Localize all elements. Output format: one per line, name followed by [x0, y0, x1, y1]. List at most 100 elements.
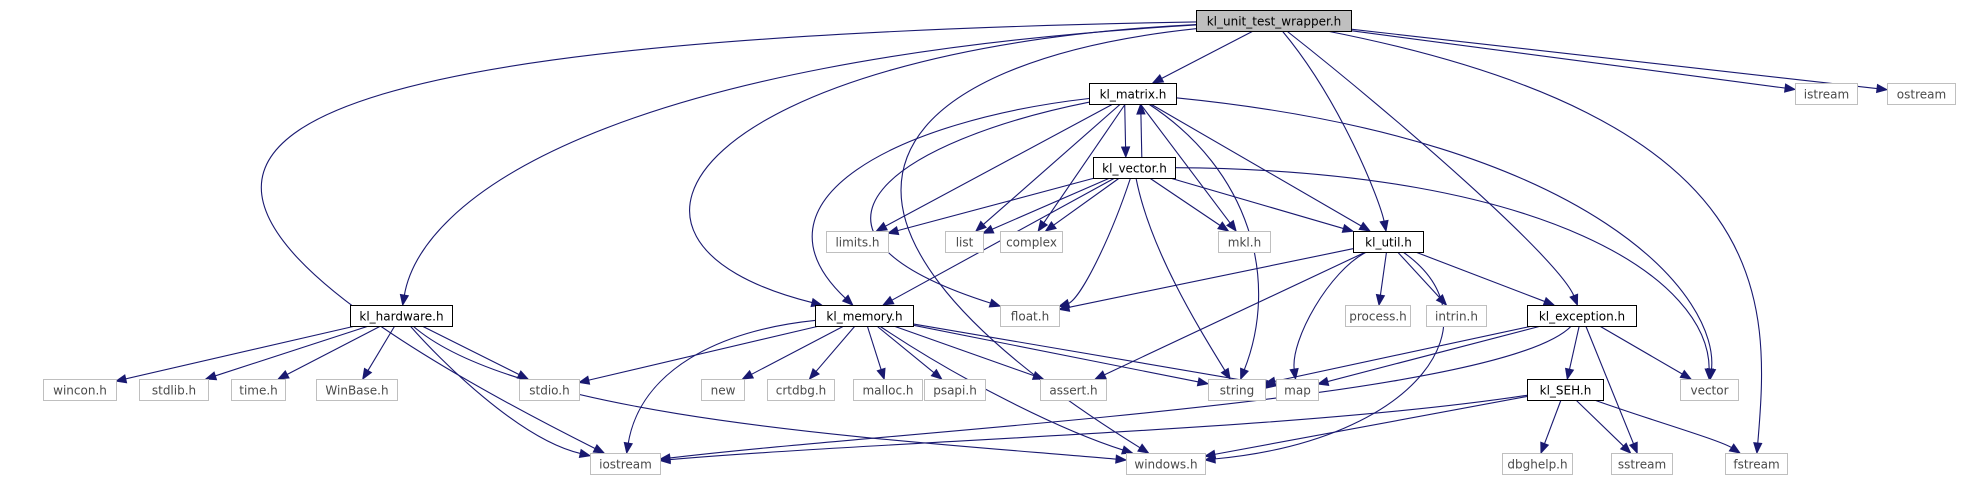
edge-kl_hardware-to-stdio — [421, 325, 530, 380]
node-label: stdio.h — [529, 384, 569, 398]
edge-kl_seh-to-windows — [1203, 395, 1528, 459]
edge-kl_hardware-to-stdlib — [204, 325, 369, 381]
node-label: process.h — [1349, 310, 1407, 324]
edge-kl_matrix-to-kl_vector — [1120, 103, 1131, 159]
node-intrin: intrin.h — [1426, 305, 1487, 327]
node-label: ostream — [1897, 88, 1946, 102]
edge-kl_matrix-to-string — [1148, 103, 1260, 381]
node-kl-hardware[interactable]: kl_hardware.h — [350, 305, 453, 327]
node-root[interactable]: kl_unit_test_wrapper.h — [1196, 10, 1352, 32]
arrowhead — [808, 367, 820, 381]
edge-kl_exception-to-sstream — [1585, 325, 1638, 455]
arrowhead — [114, 374, 128, 384]
arrowhead — [623, 441, 634, 455]
edge-line — [884, 103, 1114, 228]
node-float: float.h — [1000, 305, 1060, 327]
node-box — [1725, 453, 1788, 475]
node-vector: vector — [1680, 379, 1739, 401]
node-kl-memory[interactable]: kl_memory.h — [815, 305, 914, 327]
arrowhead — [1240, 367, 1249, 381]
edge-line — [1169, 177, 1345, 230]
edge-root-to-windows — [900, 28, 1197, 454]
edge-line — [412, 325, 1118, 460]
node-box — [815, 305, 914, 327]
edge-kl_seh-to-sstream — [1575, 399, 1632, 454]
node-label: WinBase.h — [325, 384, 388, 398]
node-box — [1611, 453, 1673, 475]
node-label: kl_hardware.h — [359, 310, 443, 324]
node-stdio: stdio.h — [519, 379, 580, 401]
edge-root-to-istream — [1350, 30, 1797, 93]
arrowhead — [1542, 296, 1556, 306]
edge-line — [1213, 395, 1528, 456]
arrowhead — [1220, 367, 1231, 381]
edge-root-to-fstream — [1326, 30, 1763, 455]
edge-line — [900, 28, 1197, 449]
node-complex: complex — [1000, 231, 1063, 253]
arrowhead — [1375, 293, 1386, 307]
node-label: istream — [1804, 88, 1849, 102]
edge-root-to-kl_matrix — [1151, 30, 1254, 84]
node-fstream: fstream — [1725, 453, 1788, 475]
edge-kl_matrix-to-kl_memory — [811, 97, 1090, 306]
arrowhead — [1137, 443, 1150, 454]
node-sstream: sstream — [1611, 453, 1673, 475]
node-psapi: psapi.h — [924, 379, 986, 401]
edge-line — [1135, 177, 1226, 372]
edge-line — [896, 177, 1095, 232]
edge-kl_memory-to-malloc — [866, 325, 886, 381]
edge-kl_exception-to-string — [1263, 325, 1533, 386]
arrowhead — [592, 444, 606, 454]
arrowhead — [1037, 219, 1049, 233]
node-box — [1426, 305, 1487, 327]
node-kl-util[interactable]: kl_util.h — [1353, 231, 1424, 253]
edge-kl_util-to-process — [1375, 251, 1388, 307]
node-kl-matrix[interactable]: kl_matrix.h — [1089, 83, 1177, 105]
node-box — [1126, 453, 1206, 475]
node-kl-exception[interactable]: kl_exception.h — [1527, 305, 1637, 327]
node-label: iostream — [599, 458, 652, 472]
arrowhead — [882, 295, 895, 306]
edge-kl_memory-to-string — [912, 324, 1210, 387]
node-dbghelp: dbghelp.h — [1502, 453, 1573, 475]
edge-line — [1379, 251, 1388, 297]
node-label: psapi.h — [933, 384, 977, 398]
node-box — [1000, 231, 1063, 253]
edge-line — [866, 325, 882, 371]
arrowhead — [1316, 376, 1330, 386]
arrowhead — [204, 371, 218, 381]
node-map: map — [1276, 379, 1319, 401]
arrowhead — [981, 224, 995, 234]
node-box — [701, 379, 745, 401]
arrowhead — [516, 370, 530, 380]
edge-kl_memory-to-assert — [893, 325, 1045, 380]
node-box — [316, 379, 398, 401]
arrowhead — [1628, 441, 1638, 455]
arrowhead — [362, 367, 373, 381]
edge-line — [1174, 167, 1710, 371]
edge-line — [367, 325, 396, 372]
edge-line — [286, 325, 381, 376]
node-kl-seh[interactable]: kl_SEH.h — [1527, 379, 1604, 401]
arrowhead — [1564, 367, 1575, 381]
arrowhead — [1379, 219, 1389, 233]
node-kl-vector[interactable]: kl_vector.h — [1093, 157, 1176, 179]
node-box — [1345, 305, 1411, 327]
node-new: new — [701, 379, 745, 401]
edge-line — [879, 325, 1125, 451]
edge-line — [124, 325, 356, 380]
node-label: list — [956, 236, 974, 250]
node-limits: limits.h — [826, 231, 889, 253]
node-box — [945, 231, 984, 253]
edge-line — [912, 324, 1200, 383]
node-label: kl_matrix.h — [1100, 88, 1167, 102]
edge-kl_matrix-to-limits — [875, 103, 1114, 232]
arrowhead — [1679, 369, 1693, 380]
edge-line — [1293, 251, 1367, 371]
edge-kl_hardware-to-time — [277, 325, 381, 380]
arrowhead — [875, 221, 888, 232]
arrowhead — [930, 368, 943, 380]
edge-line — [1594, 399, 1733, 449]
arrowhead — [1540, 441, 1550, 455]
node-box — [1093, 157, 1176, 179]
